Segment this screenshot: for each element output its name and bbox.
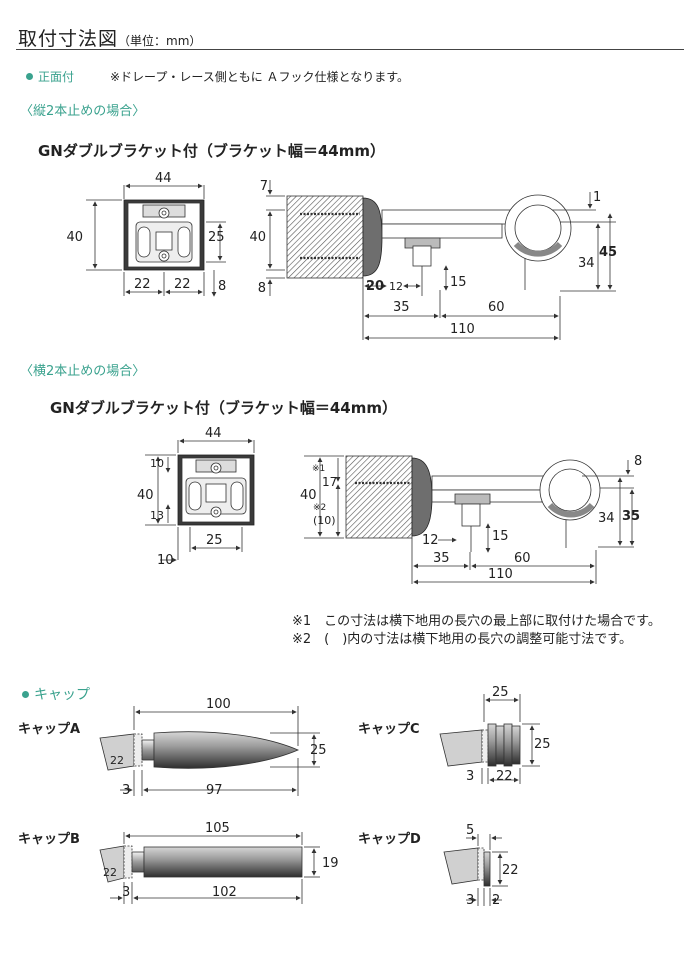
s1-side-d15: 15 [450, 275, 467, 290]
s1-front-inner: 25 [208, 230, 225, 245]
s2-side-bracket [345, 455, 601, 552]
cap-b-label: キャップB [18, 832, 80, 847]
cap-c-dia: 25 [534, 737, 551, 752]
s1-side-bottom: 8 [258, 281, 266, 296]
cap-c-len: 22 [496, 769, 513, 784]
cap-d-label: キャップD [358, 832, 421, 847]
cap-a-total: 100 [206, 697, 231, 712]
s2-side-height: 40 [300, 488, 317, 503]
s1-front-right: 22 [174, 277, 191, 292]
cap-d-drawing [443, 847, 491, 887]
note-1: ※1 この寸法は横下地用の長穴の最上部に取付けた場合です。 [292, 614, 661, 629]
front-mount-label: 正面付 [26, 68, 74, 85]
cap-b-len: 102 [212, 885, 237, 900]
s1-front-left: 22 [134, 277, 151, 292]
cap-b-gap: 3 [122, 885, 130, 900]
s1-front-width: 44 [155, 171, 172, 186]
cap-a-rod: 22 [110, 754, 124, 767]
section1-subtitle: 〈縦2本止めの場合〉 [20, 104, 146, 119]
s1-side-d1: 1 [593, 190, 601, 205]
s2-side-d34: 34 [598, 511, 615, 526]
bullet-dot-icon [22, 691, 29, 698]
s2-front-inner: 25 [206, 533, 223, 548]
s1-side-bracket [286, 194, 572, 296]
s2-side-d35: 35 [433, 551, 450, 566]
note-2: ※2 ( )内の寸法は横下地用の長穴の調整可能寸法です。 [292, 632, 633, 647]
s1-front-bracket [123, 199, 205, 271]
s2-front-height: 40 [137, 488, 154, 503]
s1-front-bottom: 8 [218, 279, 226, 294]
caps-section-label: キャップ [22, 684, 90, 704]
cap-b-drawing [99, 845, 303, 883]
s1-side-height: 40 [249, 230, 266, 245]
section2-heading: GNダブルブラケット付（ブラケット幅＝44mm） [50, 399, 398, 417]
s2-side-d60: 60 [514, 551, 531, 566]
s2-front-bracket [177, 454, 255, 526]
front-mount-note: ※ドレープ・レース側ともに Ａフック仕様となります。 [110, 70, 409, 84]
s2-front-top: 10 [150, 457, 164, 470]
s2-side-d12: 12 [422, 533, 439, 548]
cap-d-dia: 22 [502, 863, 519, 878]
bullet-dot-icon [26, 73, 33, 80]
s1-side-d45: 45 [599, 245, 617, 260]
s1-side-d110: 110 [450, 322, 475, 337]
cap-c-drawing [439, 723, 521, 767]
s1-side-top: 7 [260, 179, 268, 194]
s2-side-d15: 15 [492, 529, 509, 544]
s1-side-d34: 34 [578, 256, 595, 271]
cap-a-drawing [99, 731, 300, 771]
cap-b-rod: 22 [103, 866, 117, 879]
section2-subtitle: 〈横2本止めの場合〉 [20, 364, 146, 379]
cap-b-total: 105 [205, 821, 230, 836]
s1-side-d12: 12 [389, 280, 403, 293]
s2-front-lower: 13 [150, 509, 164, 522]
cap-c-top: 25 [492, 685, 509, 700]
s2-side-d110: 110 [488, 567, 513, 582]
cap-b-dia: 19 [322, 856, 339, 871]
page-title: 取付寸法図（単位：mm） [18, 28, 202, 50]
s2-side-mark1: ※1 [312, 464, 325, 474]
s2-side-d10p: (10) [313, 514, 336, 527]
s1-front-height: 40 [66, 230, 83, 245]
s2-side-d35b: 35 [622, 509, 640, 524]
cap-d-top: 5 [466, 823, 474, 838]
s2-side-d17: 17 [322, 475, 337, 489]
cap-a-gap: 3 [122, 783, 130, 798]
cap-a-dia: 25 [310, 743, 327, 758]
section1-heading: GNダブルブラケット付（ブラケット幅＝44mm） [38, 142, 386, 160]
unit-note: （単位：mm） [118, 34, 202, 48]
s1-side-d60: 60 [488, 300, 505, 315]
title-divider [16, 49, 684, 50]
s2-side-mark2: ※2 [313, 503, 326, 513]
s2-front-bottom: 10 [157, 553, 174, 568]
cap-a-label: キャップA [18, 722, 81, 737]
cap-a-len: 97 [206, 783, 223, 798]
cap-d-len: 2 [492, 893, 500, 908]
cap-c-gap: 3 [466, 769, 474, 784]
cap-c-label: キャップC [358, 722, 420, 737]
s1-side-d35: 35 [393, 300, 410, 315]
s2-side-d8: 8 [634, 454, 642, 469]
cap-d-gap: 3 [466, 893, 474, 908]
s2-front-width: 44 [205, 426, 222, 441]
s1-side-d20: 20 [366, 279, 384, 294]
